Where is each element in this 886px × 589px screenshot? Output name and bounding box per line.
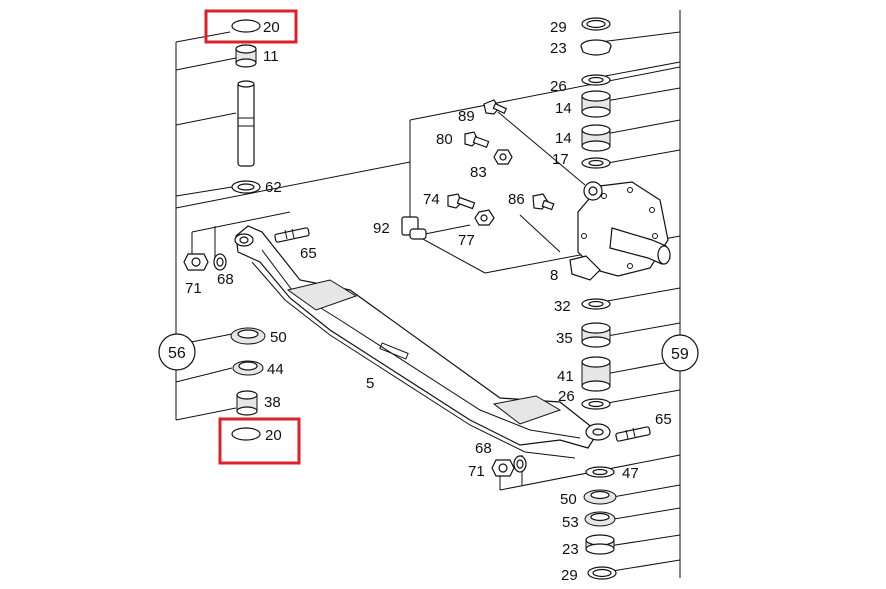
label-71-right: 71 xyxy=(468,463,485,480)
part-68-washer-right xyxy=(513,455,527,473)
label-26-mid: 26 xyxy=(558,388,575,405)
part-20-bottom-cap xyxy=(231,427,261,441)
part-14-bearing-b xyxy=(581,124,611,152)
part-80-bolt xyxy=(464,131,490,148)
label-32: 32 xyxy=(554,298,571,315)
part-35-bearing xyxy=(581,322,611,348)
label-59: 59 xyxy=(671,346,689,363)
label-23-top: 23 xyxy=(550,40,567,57)
label-8: 8 xyxy=(550,267,558,284)
label-5: 5 xyxy=(366,375,374,392)
part-29-circlip-bottom xyxy=(587,566,617,580)
label-77: 77 xyxy=(458,232,475,249)
part-5-axle-beam xyxy=(234,225,611,459)
part-23-cap-bottom xyxy=(585,534,615,555)
part-83-nut xyxy=(493,149,513,165)
part-44-ring xyxy=(232,360,264,376)
part-65-bolt-left xyxy=(274,227,310,243)
highlight-box-top xyxy=(204,9,298,44)
label-62: 62 xyxy=(265,179,282,196)
part-47-washer xyxy=(585,466,615,478)
label-80: 80 xyxy=(436,131,453,148)
part-53-seal xyxy=(584,511,616,527)
label-92: 92 xyxy=(373,220,390,237)
part-26-washer-top xyxy=(581,74,611,86)
label-29-bottom: 29 xyxy=(561,567,578,584)
group-circle-56 xyxy=(158,333,196,371)
part-71-nut-right xyxy=(491,459,515,477)
right-frame-lines xyxy=(409,10,681,578)
part-50-seal-left xyxy=(230,327,266,345)
part-68-washer-left xyxy=(213,253,227,271)
label-17: 17 xyxy=(552,151,569,168)
label-11: 11 xyxy=(263,48,279,65)
part-29-circlip-top xyxy=(581,17,611,31)
label-56: 56 xyxy=(168,345,186,362)
part-23-cap-top xyxy=(580,39,612,56)
part-71-nut-left xyxy=(183,253,209,271)
part-86-bolt xyxy=(532,193,555,211)
label-74: 74 xyxy=(423,191,440,208)
label-14-b: 14 xyxy=(555,130,572,147)
label-41: 41 xyxy=(557,368,574,385)
part-74-bolt xyxy=(447,193,476,210)
part-14-bearing-a xyxy=(581,90,611,118)
label-47: 47 xyxy=(622,465,639,482)
part-62-washer xyxy=(231,180,261,194)
label-65-right: 65 xyxy=(655,411,672,428)
label-29-top: 29 xyxy=(550,19,567,36)
part-20-top-cap xyxy=(231,19,261,33)
label-71-left: 71 xyxy=(185,280,202,297)
group-circle-59 xyxy=(661,334,699,372)
label-53: 53 xyxy=(562,514,579,531)
part-65-bolt-right xyxy=(615,426,651,442)
label-68-left: 68 xyxy=(217,271,234,288)
label-20-top: 20 xyxy=(263,19,280,36)
label-35: 35 xyxy=(556,330,573,347)
part-8-steering-knuckle xyxy=(569,181,671,281)
label-44: 44 xyxy=(267,361,284,378)
label-50-left: 50 xyxy=(270,329,287,346)
highlight-box-bottom xyxy=(218,417,301,465)
label-65-left: 65 xyxy=(300,245,317,262)
part-50-seal-right xyxy=(583,489,617,505)
label-89: 89 xyxy=(458,108,475,125)
label-50-right: 50 xyxy=(560,491,577,508)
part-41-bearing xyxy=(581,356,611,392)
part-89-grease-nipple xyxy=(483,99,508,115)
part-17-washer xyxy=(581,157,611,169)
part-kingpin xyxy=(237,80,255,167)
label-38: 38 xyxy=(264,394,281,411)
label-14-a: 14 xyxy=(555,100,572,117)
part-38-bushing xyxy=(236,390,258,416)
label-83: 83 xyxy=(470,164,487,181)
label-26-top: 26 xyxy=(550,78,567,95)
label-68-right: 68 xyxy=(475,440,492,457)
label-23-bottom: 23 xyxy=(562,541,579,558)
part-11-bushing xyxy=(235,44,257,68)
part-92-fitting xyxy=(401,216,427,240)
label-20-bottom: 20 xyxy=(265,427,282,444)
part-32-washer xyxy=(581,298,611,310)
part-77-nut xyxy=(474,209,495,226)
label-86: 86 xyxy=(508,191,525,208)
part-labels: 20 11 62 65 71 68 56 50 44 38 20 5 92 77… xyxy=(168,19,689,584)
part-26-washer-mid xyxy=(581,398,611,410)
